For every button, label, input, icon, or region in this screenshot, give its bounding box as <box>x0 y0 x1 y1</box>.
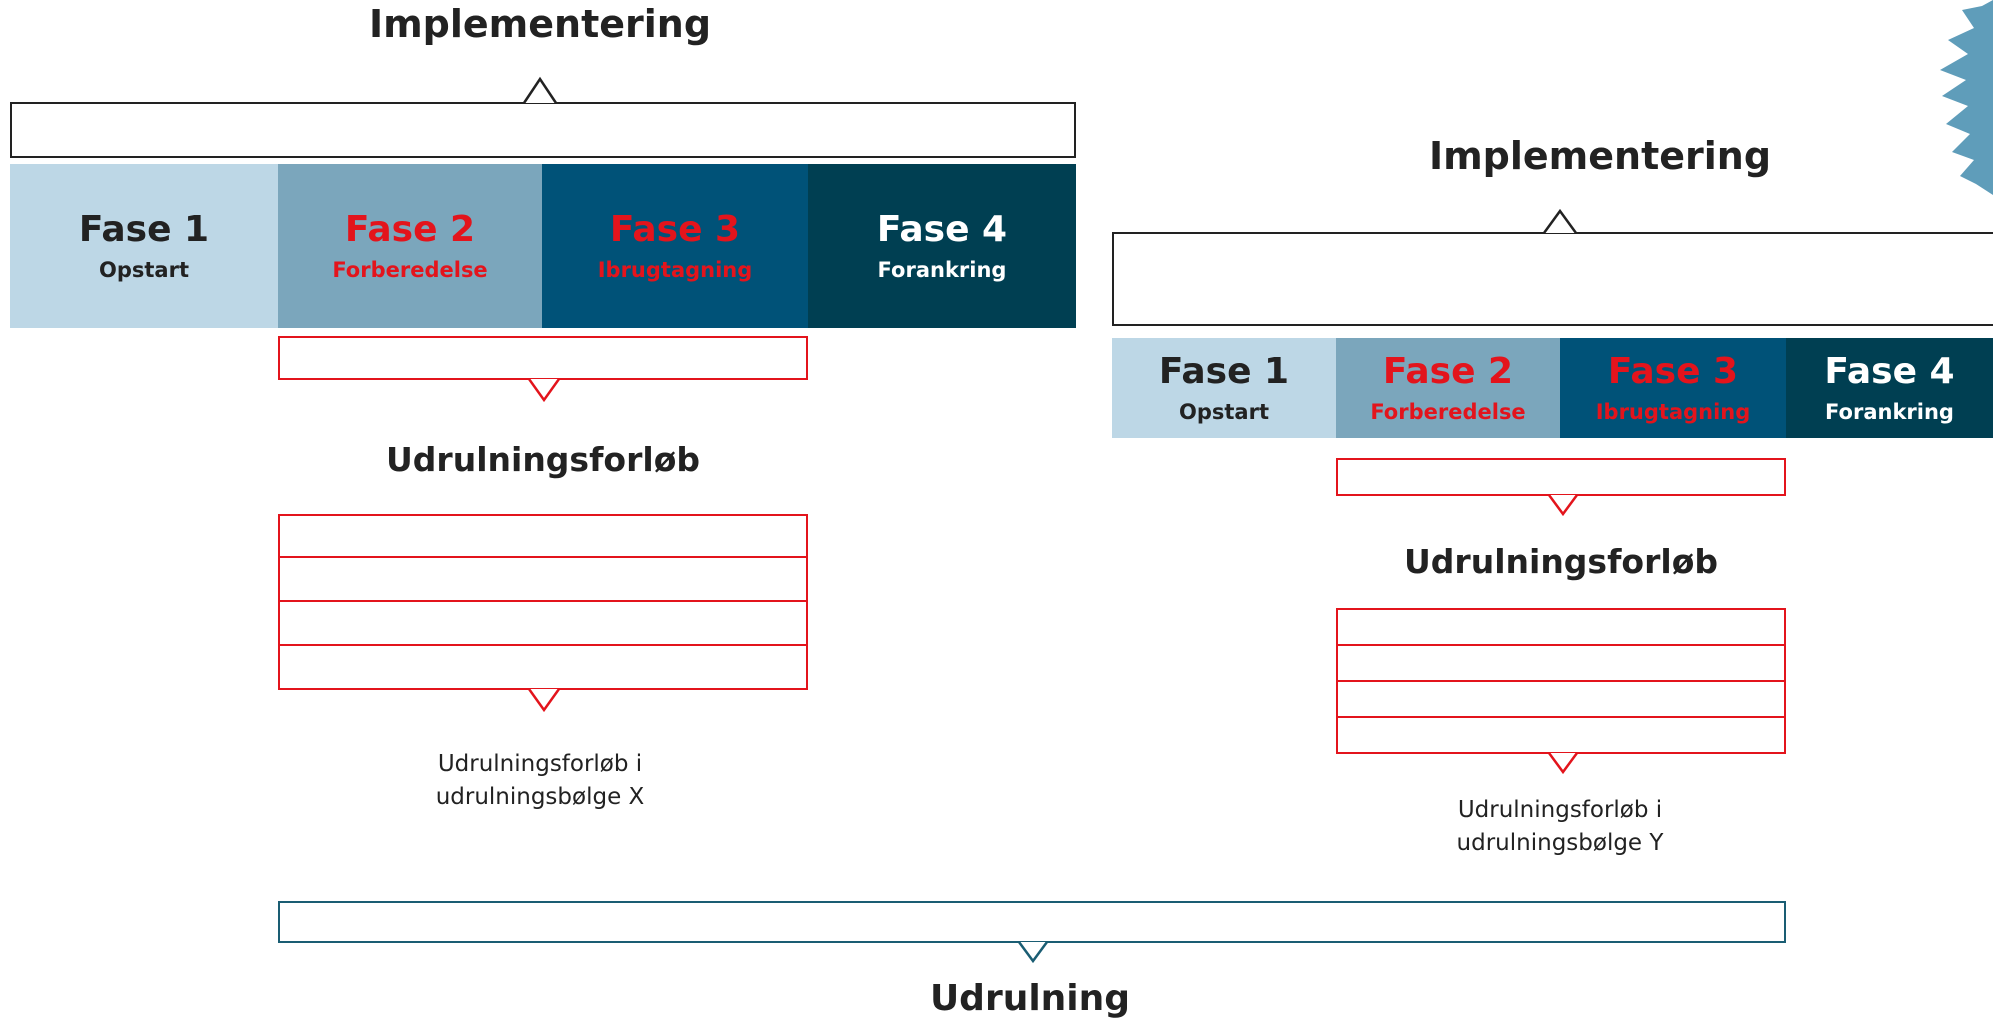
right-implementation-title: Implementering <box>1428 134 1772 178</box>
phase-title: Fase 2 <box>344 209 476 251</box>
right-rollout-step-2 <box>1336 644 1786 682</box>
caption-line: Udrulningsforløb i <box>437 751 643 777</box>
phase-subtitle: Forberedelse <box>332 257 488 282</box>
right-rollout-step-3 <box>1336 680 1786 718</box>
right-phase-1: Fase 1 Opstart <box>1112 338 1336 438</box>
left-wave-caption: Udrulningsforløb i udrulningsbølge X <box>330 748 750 815</box>
right-wave-caption: Udrulningsforløb i udrulningsbølge Y <box>1350 794 1770 861</box>
left-rollout-step-2 <box>278 556 808 602</box>
left-rollout-step-3 <box>278 600 808 646</box>
left-phase-2: Fase 2 Forberedelse <box>278 164 542 328</box>
phase-subtitle: Forankring <box>1825 399 1954 424</box>
right-rollout-process-title: Udrulningsforløb <box>1404 542 1718 581</box>
left-implementation-title: Implementering <box>368 2 712 46</box>
phase-subtitle: Ibrugtagning <box>1595 399 1751 424</box>
caption-line: udrulningsbølge X <box>435 784 645 811</box>
phase-subtitle: Forankring <box>877 257 1007 282</box>
left-rollout-step-1 <box>278 514 808 558</box>
phase-title: Fase 3 <box>609 209 741 251</box>
phase-title: Fase 4 <box>876 209 1008 251</box>
caption-line: Udrulningsforløb i <box>1457 797 1663 823</box>
left-rollout-step-4 <box>278 644 808 690</box>
phase-title: Fase 2 <box>1382 351 1514 393</box>
right-phase-3: Fase 3 Ibrugtagning <box>1560 338 1786 438</box>
star-burst-icon <box>1940 0 1993 195</box>
rollout-bracket <box>278 901 1786 943</box>
right-phase-2: Fase 2 Forberedelse <box>1336 338 1560 438</box>
chevron-down-icon <box>1017 941 1049 964</box>
phase-subtitle: Opstart <box>1179 399 1269 424</box>
chevron-down-icon <box>1547 494 1579 517</box>
right-implementation-bracket <box>1112 232 1993 326</box>
right-phase-4: Fase 4 Forankring <box>1786 338 1993 438</box>
rollout-title: Udrulning <box>929 978 1131 1019</box>
phase-title: Fase 3 <box>1607 351 1739 393</box>
right-rollout-step-1 <box>1336 608 1786 646</box>
chevron-down-icon <box>1547 752 1579 775</box>
left-rollout-process-title: Udrulningsforløb <box>386 440 700 479</box>
phase-subtitle: Opstart <box>99 257 189 282</box>
right-rollout-step-4 <box>1336 716 1786 754</box>
phase-title: Fase 4 <box>1824 351 1955 393</box>
chevron-down-icon <box>527 378 561 403</box>
chevron-up-icon <box>522 76 558 104</box>
left-phase-4: Fase 4 Forankring <box>808 164 1076 328</box>
phase-subtitle: Ibrugtagning <box>597 257 753 282</box>
left-rollout-bracket <box>278 336 808 380</box>
phase-title: Fase 1 <box>78 209 210 251</box>
phase-title: Fase 1 <box>1158 351 1290 393</box>
chevron-up-icon <box>1542 208 1578 234</box>
left-phase-3: Fase 3 Ibrugtagning <box>542 164 808 328</box>
caption-line: udrulningsbølge Y <box>1456 830 1664 857</box>
left-implementation-bracket <box>10 102 1076 158</box>
chevron-down-icon <box>527 688 561 713</box>
right-rollout-bracket <box>1336 458 1786 496</box>
phase-subtitle: Forberedelse <box>1370 399 1526 424</box>
left-phase-1: Fase 1 Opstart <box>10 164 278 328</box>
